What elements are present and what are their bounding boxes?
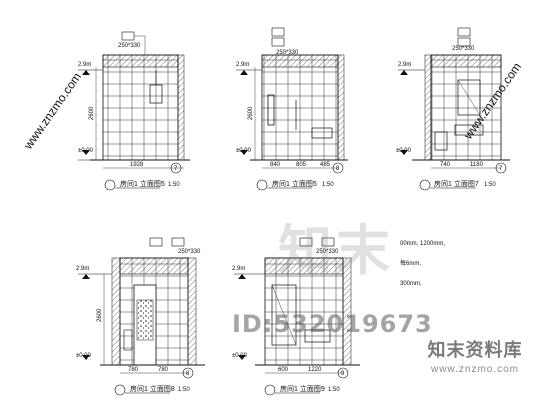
- section-marker: 8: [186, 371, 190, 377]
- floor-label: ±0.00: [396, 148, 412, 154]
- height-dimension: 2600: [97, 308, 103, 322]
- width-dimension-2: 780: [158, 367, 169, 373]
- drawing-title: 房间1 立面图7: [434, 179, 479, 188]
- section-marker: 7: [499, 166, 503, 172]
- elevation-drawing-a: 2.9m ±0.00 2600 250*330 1928 7 房间1 立面图5 …: [78, 31, 190, 191]
- height-dimension: 2600: [89, 106, 95, 120]
- drawing-scale: 1:50: [178, 387, 190, 393]
- section-marker: 9: [341, 371, 345, 377]
- elevation-drawing-c: 2.9m ±0.00 250*330 740 1180 7 房间1 立面图7 1…: [396, 27, 510, 191]
- width-dimension-1: 740: [440, 162, 451, 168]
- brand-url: www.znzmo.com: [430, 364, 519, 375]
- drawing-scale: 1:50: [322, 182, 334, 188]
- note-line-2: 每6mm,: [400, 259, 421, 267]
- drawing-title: 房间1 立面图5: [272, 179, 317, 188]
- floor-label: ±0.00: [232, 353, 248, 359]
- side-watermark: www.znzmo.com: [20, 70, 84, 153]
- drawing-title: 房间1 立面图5: [120, 179, 165, 188]
- material-tag: 250*330: [276, 50, 299, 56]
- note-line-3: 300mm,: [400, 281, 422, 287]
- width-dimension-2: 1220: [308, 367, 322, 373]
- material-tag: 250*330: [118, 43, 141, 49]
- material-tag: 250*330: [316, 249, 339, 255]
- note-line-1: 00mm, 1200mm,: [400, 241, 445, 247]
- floor-label: ±0.00: [76, 353, 92, 359]
- floor-label: ±0.00: [236, 148, 252, 154]
- width-dimension-2: 1180: [470, 162, 484, 168]
- level-label: 2.9m: [232, 266, 245, 272]
- level-label: 2.9m: [398, 62, 411, 68]
- material-tag: 250*330: [452, 46, 475, 52]
- width-dimension-1: 840: [270, 162, 281, 168]
- level-label: 2.9m: [76, 266, 89, 272]
- elevation-drawing-e: 2.9m ±0.00 250*330 600 1220 9 房间1 立面图9 1…: [232, 237, 360, 396]
- section-marker: 8: [336, 166, 340, 172]
- design-notes: 00mm, 1200mm, 每6mm, 300mm,: [400, 241, 445, 287]
- drawing-scale: 1:50: [484, 182, 496, 188]
- elevation-drawing-d: 2.9m ±0.00 2600 250*330 780 780 8 房间1 立面…: [76, 237, 205, 396]
- width-dimension-2: 805: [296, 162, 307, 168]
- drawing-scale: 1:50: [328, 387, 340, 393]
- brand-name: 知末资料库: [427, 340, 523, 360]
- section-marker: 7: [174, 166, 178, 172]
- width-dimension-1: 780: [128, 367, 139, 373]
- drawing-title: 房间1 立面图9: [280, 384, 325, 393]
- drawing-title: 房间1 立面图8: [130, 384, 175, 393]
- drawing-scale: 1:50: [168, 182, 180, 188]
- width-dimension: 1928: [130, 162, 144, 168]
- floor-label: ±0.00: [78, 148, 94, 154]
- level-label: 2.9m: [236, 62, 249, 68]
- width-dimension-3: 485: [320, 162, 331, 168]
- brand-block: 知末资料库 www.znzmo.com: [400, 336, 550, 375]
- material-tag: 250*330: [178, 249, 201, 255]
- elevation-drawing-b: 2.9m ±0.00 2600 250*330 840 805 485 8 房间…: [236, 27, 348, 191]
- level-label: 2.9m: [78, 62, 91, 68]
- width-dimension-1: 600: [278, 367, 289, 373]
- height-dimension: 2600: [248, 106, 254, 120]
